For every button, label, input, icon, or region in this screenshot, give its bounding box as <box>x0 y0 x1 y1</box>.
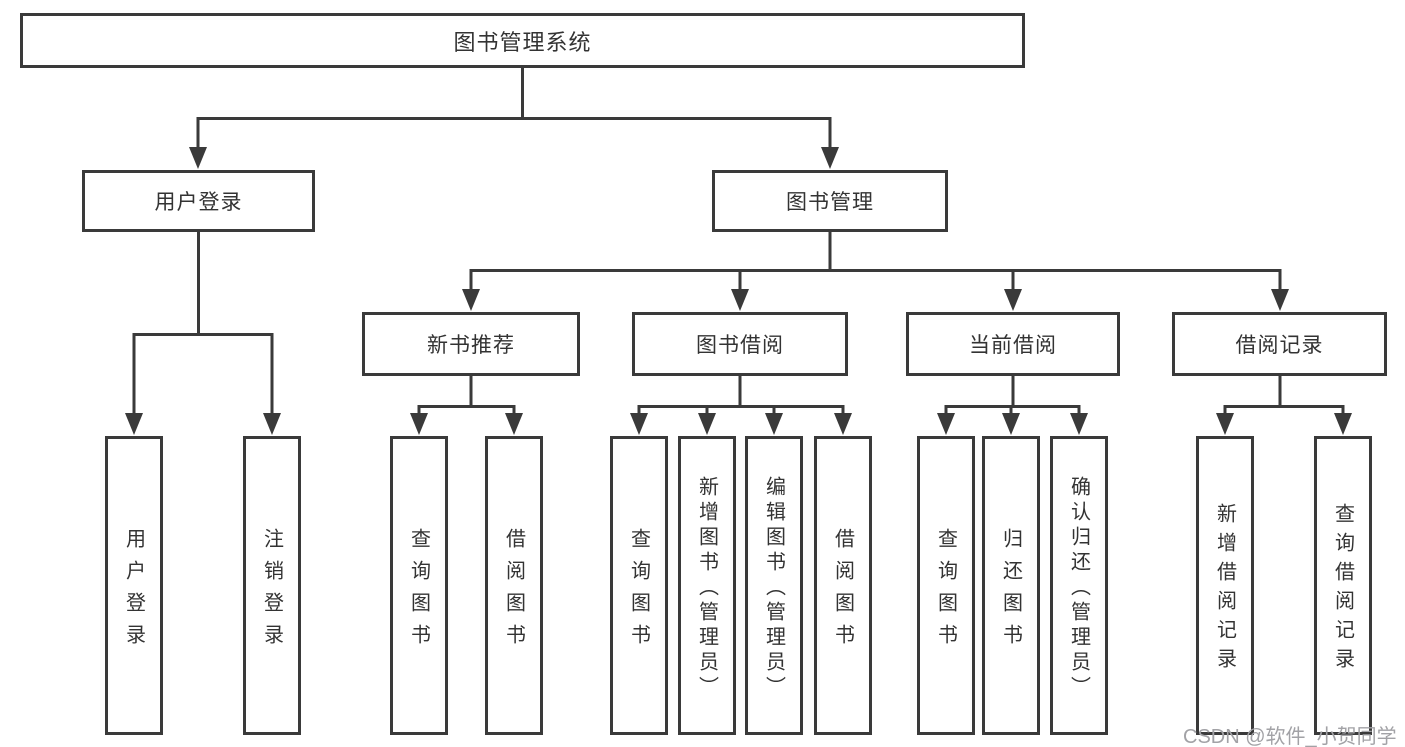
leaf-edit-book-admin: 编辑图书（管理员） <box>745 436 803 735</box>
connector-current-borrow-children <box>944 374 1081 418</box>
node-book-borrowing: 图书借阅 <box>632 312 848 376</box>
connector-book-mgmt-children <box>469 230 1282 294</box>
leaf-query-book-1: 查询图书 <box>390 436 448 735</box>
leaf-borrow-book-2: 借阅图书 <box>814 436 872 735</box>
node-borrow-records: 借阅记录 <box>1172 312 1387 376</box>
node-book-management: 图书管理 <box>712 170 948 232</box>
arrow-down-icon <box>630 413 648 435</box>
connector-records-children <box>1223 375 1345 418</box>
arrow-down-icon <box>1002 413 1020 435</box>
arrow-down-icon <box>698 413 716 435</box>
arrow-down-icon <box>462 289 480 311</box>
arrow-down-icon <box>505 413 523 435</box>
node-root-system: 图书管理系统 <box>20 13 1025 68</box>
arrow-down-icon <box>1216 413 1234 435</box>
csdn-watermark: CSDN @软件_小贺同学 <box>1183 726 1397 747</box>
connector-new-book-children <box>417 374 516 418</box>
arrow-down-icon <box>410 413 428 435</box>
connector-user-login-children <box>132 230 274 418</box>
arrow-down-icon <box>731 289 749 311</box>
arrow-down-icon <box>189 147 207 169</box>
arrow-down-icon <box>834 413 852 435</box>
arrow-down-icon <box>937 413 955 435</box>
leaf-add-book-admin: 新增图书（管理员） <box>678 436 736 735</box>
leaf-borrow-book-1: 借阅图书 <box>485 436 543 735</box>
leaf-add-borrow-record: 新增借阅记录 <box>1196 436 1254 735</box>
leaf-query-borrow-record: 查询借阅记录 <box>1314 436 1372 735</box>
connector-book-borrow-children <box>637 374 845 418</box>
leaf-query-book-3: 查询图书 <box>917 436 975 735</box>
arrow-down-icon <box>1004 289 1022 311</box>
arrow-down-icon <box>765 413 783 435</box>
leaf-user-login: 用户登录 <box>105 436 163 735</box>
leaf-logout: 注销登录 <box>243 436 301 735</box>
node-new-book-recommend: 新书推荐 <box>362 312 580 376</box>
node-current-borrowing: 当前借阅 <box>906 312 1120 376</box>
leaf-confirm-return-admin: 确认归还（管理员） <box>1050 436 1108 735</box>
leaf-return-book: 归还图书 <box>982 436 1040 735</box>
arrow-down-icon <box>1334 413 1352 435</box>
arrow-down-icon <box>1070 413 1088 435</box>
leaf-query-book-2: 查询图书 <box>610 436 668 735</box>
arrow-down-icon <box>1271 289 1289 311</box>
arrow-down-icon <box>263 413 281 435</box>
arrow-down-icon <box>821 147 839 169</box>
connector-root-to-level2 <box>196 66 832 152</box>
node-user-login: 用户登录 <box>82 170 315 232</box>
arrow-down-icon <box>125 413 143 435</box>
arrowheads <box>125 147 1352 435</box>
